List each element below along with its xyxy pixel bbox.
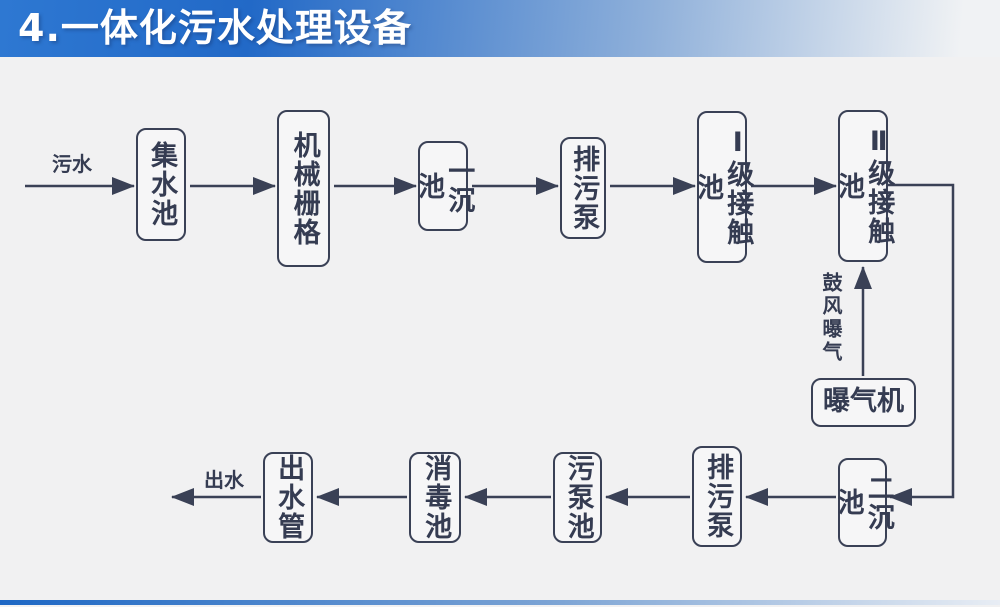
node-collecting-tank: 集水池 xyxy=(136,128,186,241)
node-sludge-pump-tank: 污泵池 xyxy=(553,452,602,543)
connector-contact2-to-secondary xyxy=(888,183,955,506)
inflow-label: 污水 xyxy=(52,152,92,176)
outflow-label: 出水 xyxy=(204,468,244,492)
node-sewage-pump-bottom: 排污泵 xyxy=(692,446,742,547)
title-bar: 4.一体化污水处理设备 xyxy=(0,0,1000,57)
node-contact-tank-level2: Ⅱ级接触池 xyxy=(833,110,894,262)
slide-title: 4.一体化污水处理设备 xyxy=(18,6,412,50)
node-mechanical-grid: 机械栅格 xyxy=(277,110,330,267)
node-sewage-pump-top: 排污泵 xyxy=(560,137,606,239)
node-contact-tank-level1: Ⅰ级接触池 xyxy=(692,111,753,263)
node-primary-sedimentation-tank: 一沉池 xyxy=(413,141,474,231)
node-aerator: 曝气机 xyxy=(811,378,916,427)
node-disinfection-tank: 消毒池 xyxy=(409,452,461,543)
blast-aeration-label: 鼓风曝气 xyxy=(819,272,843,364)
node-secondary-sedimentation-tank: 二沉池 xyxy=(833,458,894,547)
footer-accent-bar xyxy=(0,600,1000,605)
node-outlet-pipe: 出水管 xyxy=(263,452,313,543)
